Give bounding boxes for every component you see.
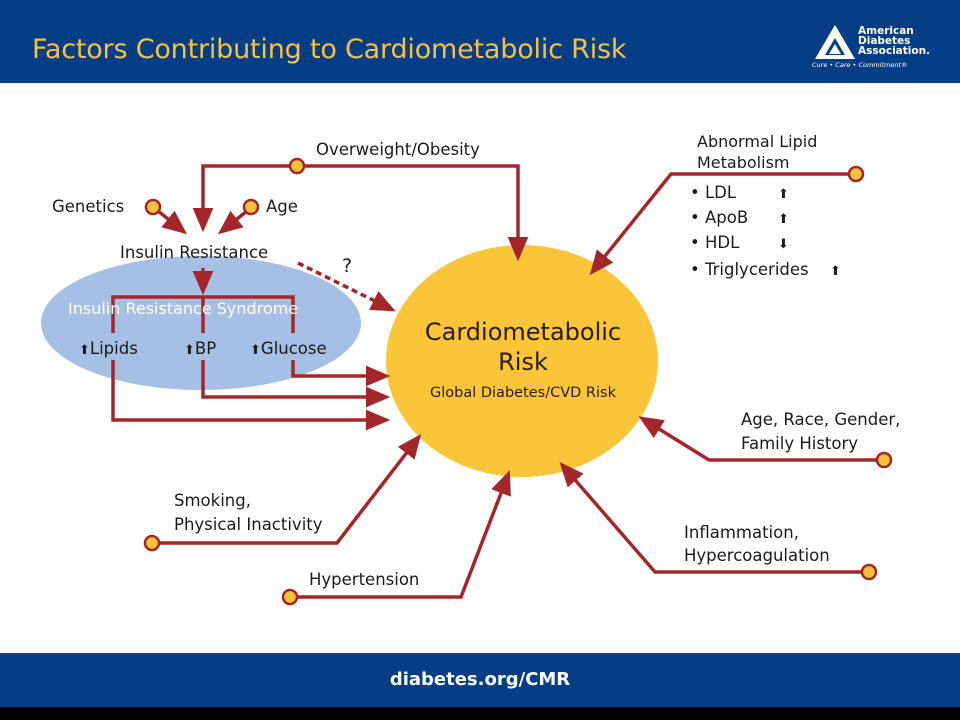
arrow-bp — [201, 360, 391, 408]
bottom-strip — [0, 707, 960, 720]
dot-overweight — [288, 157, 306, 175]
glucose-text: Glucose — [260, 339, 327, 358]
label-lipids: ⬆Lipids — [79, 339, 138, 361]
arrow-smoking — [152, 433, 422, 545]
lipid-item-apob: • ApoB — [690, 208, 749, 227]
arrow-lipids — [111, 360, 391, 431]
dot-smoking — [143, 534, 161, 552]
dot-inflammation — [860, 563, 878, 581]
up-arrow-icon: ⬆ — [184, 343, 195, 358]
arrow-hypertension — [290, 470, 511, 599]
cardiometabolic-risk-ellipse — [386, 245, 658, 477]
dot-hypertension — [281, 588, 299, 606]
arrow-genetics — [156, 209, 188, 235]
ada-triangle-logo-icon — [815, 25, 855, 59]
arrow-age — [217, 209, 249, 235]
logo-tagline: Cure • Care • Commitment® — [812, 61, 908, 69]
center-title-line-2: Risk — [498, 348, 548, 376]
lipid-item-ldl: • LDL — [690, 183, 737, 202]
label-glucose: ⬆Glucose — [250, 339, 327, 361]
up-arrow-icon: ⬆ — [250, 343, 261, 358]
center-title: Cardiometabolic Risk — [400, 317, 646, 377]
dot-lipid-metabolism — [847, 165, 865, 183]
center-subtitle: Global Diabetes/CVD Risk — [430, 385, 616, 401]
label-smoking-2: Physical Inactivity — [174, 515, 323, 534]
label-overweight-obesity: Overweight/Obesity — [316, 140, 480, 159]
label-question-mark: ? — [342, 255, 353, 277]
label-genetics: Genetics — [52, 197, 125, 216]
arrow-inflammation — [559, 462, 869, 574]
arrow-lipid-metabolism — [589, 172, 856, 276]
down-arrow-icon: ⬇ — [778, 237, 789, 252]
label-lipid-heading-1: Abnormal Lipid — [697, 132, 818, 151]
label-lipid-heading-2: Metabolism — [697, 153, 790, 172]
footer-bar: diabetes.org/CMR — [0, 653, 960, 707]
insulin-resistance-syndrome-ellipse — [41, 256, 361, 390]
logo-name: American Diabetes Association. — [858, 25, 931, 57]
footer-url: diabetes.org/CMR — [389, 669, 571, 690]
label-inflammation-1: Inflammation, — [684, 523, 799, 542]
label-inflammation-2: Hypercoagulation — [684, 546, 830, 565]
connector-arrows — [111, 164, 884, 599]
label-insulin-resistance: Insulin Resistance — [120, 243, 269, 262]
label-demographics-2: Family History — [741, 434, 859, 453]
dot-demographics — [875, 451, 893, 469]
up-arrow-icon: ⬆ — [79, 343, 90, 358]
bp-text: BP — [194, 339, 217, 358]
label-demographics-1: Age, Race, Gender, — [741, 410, 901, 429]
label-hypertension: Hypertension — [309, 570, 420, 589]
arrow-demographics — [638, 416, 884, 462]
arrow-glucose — [291, 360, 391, 387]
ada-logo: American Diabetes Association. Cure • Ca… — [812, 22, 952, 72]
dot-age — [242, 198, 260, 216]
dashed-arrow-uncertain — [297, 261, 396, 312]
label-insulin-resistance-syndrome: Insulin Resistance Syndrome — [68, 299, 299, 318]
center-title-line-1: Cardiometabolic — [424, 318, 622, 346]
lipid-item-triglycerides: • Triglycerides — [690, 260, 809, 279]
lipids-text: Lipids — [89, 339, 138, 358]
slide-title: Factors Contributing to Cardiometabolic … — [32, 34, 627, 65]
arrow-obesity-to-risk — [297, 164, 529, 262]
up-arrow-icon: ⬆ — [778, 212, 789, 227]
origin-dots — [143, 157, 893, 606]
dot-genetics — [144, 198, 162, 216]
arrow-obesity-to-insulin — [192, 164, 297, 233]
label-bp: ⬆BP — [184, 339, 216, 361]
up-arrow-icon: ⬆ — [778, 187, 789, 202]
header-bar: Factors Contributing to Cardiometabolic … — [0, 0, 960, 83]
lipid-item-hdl: • HDL — [690, 233, 740, 252]
up-arrow-icon: ⬆ — [830, 264, 841, 279]
label-smoking-1: Smoking, — [174, 491, 251, 510]
label-age: Age — [266, 197, 298, 216]
